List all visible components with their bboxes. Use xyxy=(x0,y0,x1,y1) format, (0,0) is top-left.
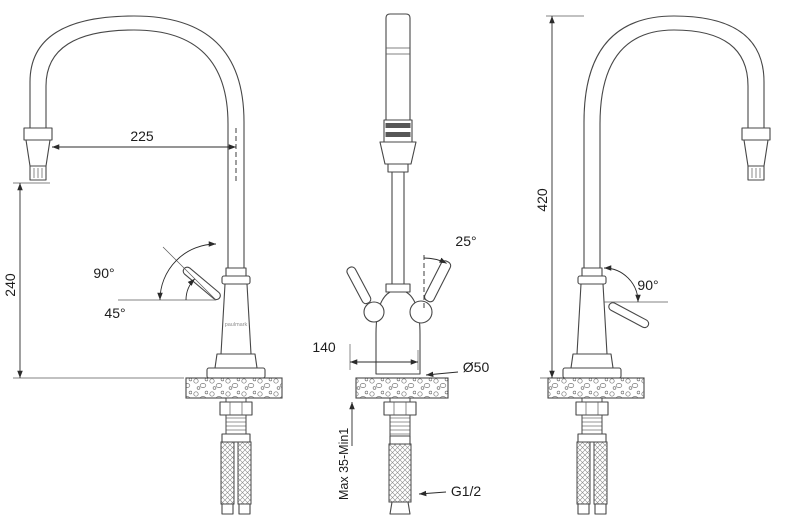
front-body xyxy=(375,291,421,375)
spray-wand xyxy=(385,13,411,121)
angle-90-label-left: 90° xyxy=(93,265,114,281)
faucet-body: paulmark xyxy=(206,267,266,379)
handle-lever xyxy=(182,266,221,301)
dimension-140-label: 140 xyxy=(312,339,336,355)
supply-hoses-right xyxy=(576,441,608,515)
mounting-shank-right xyxy=(575,397,609,443)
front-view: 25° 140 Ø50 Max 35-Min1 G1/ xyxy=(312,13,490,515)
dimension-420-label: 420 xyxy=(534,188,550,212)
dimension-140: 140 xyxy=(312,339,419,370)
handle-lever-right xyxy=(608,302,650,329)
supply-hose-front xyxy=(388,443,412,515)
left-handle xyxy=(346,266,385,323)
angle-25-label: 25° xyxy=(455,233,476,249)
dimension-225: 225 xyxy=(52,128,237,182)
dimension-420: 420 xyxy=(534,15,584,379)
left-side-view: paulmark 90° 45° 225 xyxy=(2,15,283,515)
handle-angle-annotation: 90° 45° xyxy=(93,241,217,321)
brand-label: paulmark xyxy=(225,322,248,328)
countertop-section xyxy=(185,377,283,399)
handle-angle-annotation-right: 90° xyxy=(603,265,668,303)
wand-holder xyxy=(379,141,417,165)
mount-thickness-label: Max 35-Min1 xyxy=(337,428,351,500)
wand-grip xyxy=(383,119,413,143)
dimension-diameter-50: Ø50 xyxy=(425,359,490,378)
countertop-section-right xyxy=(547,377,645,399)
dimension-240: 240 xyxy=(2,182,184,379)
spray-head xyxy=(23,127,53,181)
thread-size-label: G1/2 xyxy=(451,483,482,499)
thread-callout: G1/2 xyxy=(418,483,482,499)
right-handle xyxy=(409,260,452,324)
supply-hoses xyxy=(220,441,252,515)
angle-90-label-right: 90° xyxy=(637,277,658,293)
spout-hose-arc-right xyxy=(583,15,765,269)
spray-head-right xyxy=(741,127,771,181)
faucet-body-right xyxy=(562,267,622,379)
diameter-50-label: Ø50 xyxy=(463,359,490,375)
angle-45-label: 45° xyxy=(104,305,125,321)
dimension-mount-thickness: Max 35-Min1 xyxy=(337,402,355,500)
right-side-view: 90° 420 xyxy=(534,15,771,515)
mounting-shank-front xyxy=(383,397,417,445)
dimension-240-label: 240 xyxy=(2,273,18,297)
riser-tube xyxy=(391,171,405,285)
countertop-section-front xyxy=(355,377,449,399)
dimension-225-label: 225 xyxy=(130,128,154,144)
mounting-shank xyxy=(219,397,253,443)
handle-angle-25-annotation: 25° xyxy=(423,233,477,308)
